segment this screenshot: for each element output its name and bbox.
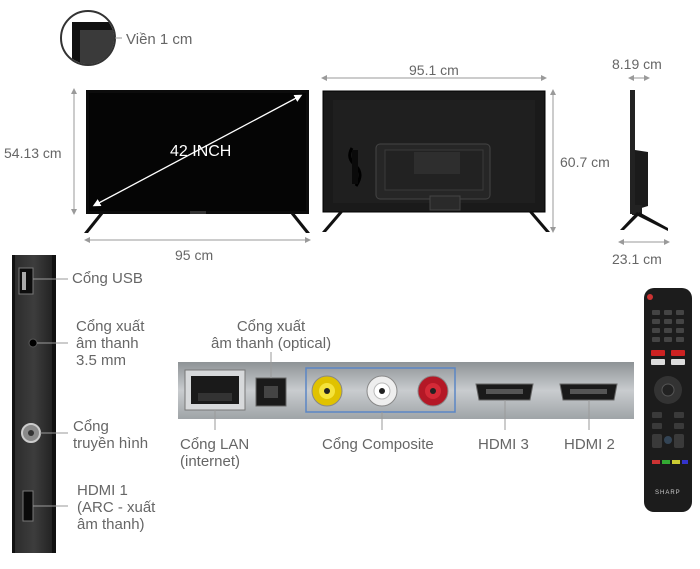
remote-control [644,288,692,512]
audio-35mm-label: Cổng xuất âm thanh 3.5 mm [76,318,145,369]
usb-port-label: Cổng USB [72,270,143,287]
hdmi1-label: HDMI 1 (ARC - xuất âm thanh) [77,482,156,533]
remote-brand-logo: SHARP [655,490,681,496]
front-width-label: 95 cm [175,247,214,263]
back-height-label: 60.7 cm [560,154,610,170]
tv-front-view [84,90,310,233]
back-width-label: 95.1 cm [409,62,459,78]
hdmi2-label: HDMI 2 [564,436,615,453]
side-depth-label: 8.19 cm [612,56,662,72]
bezel-label: Viền 1 cm [126,31,193,48]
front-height-label: 54.13 cm [4,145,62,161]
bezel-detail [60,10,122,66]
stand-depth-label: 23.1 cm [612,251,662,267]
rear-port-strip [178,362,634,419]
tv-side-view [620,90,668,231]
screen-size-label: 42 INCH [170,143,232,160]
antenna-port-label: Cổng truyền hình [73,418,149,452]
hdmi3-label: HDMI 3 [478,436,529,453]
tv-back-view [322,90,550,232]
composite-port-label: Cổng Composite [322,436,434,453]
side-port-panel [12,255,56,553]
optical-port-label: Cổng xuất âm thanh (optical) [211,318,332,352]
lan-port-label: Cổng LAN (internet) [180,436,250,470]
